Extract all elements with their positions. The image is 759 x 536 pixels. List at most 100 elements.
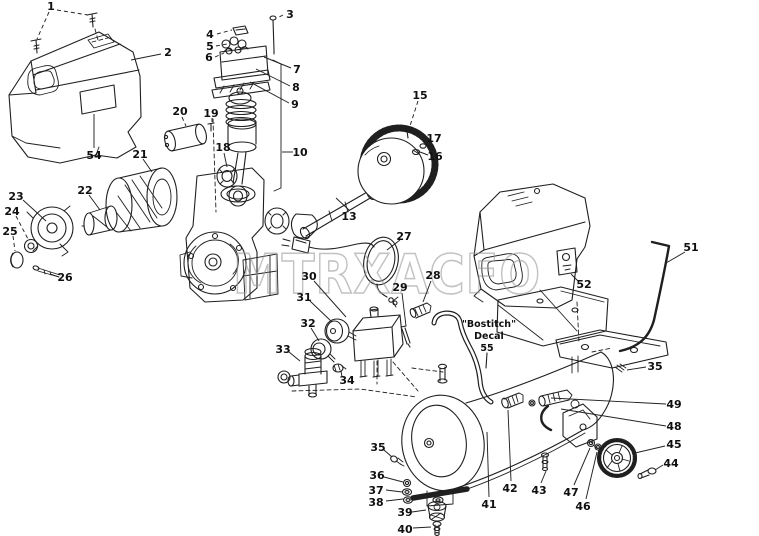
part-label-45: 45: [666, 438, 681, 451]
part-label-8: 8: [292, 81, 300, 94]
part-label-18: 18: [215, 141, 230, 154]
part-label-13: 13: [341, 210, 356, 223]
leader-line-21: [142, 158, 153, 173]
part-label-3: 3: [286, 8, 294, 21]
leader-line-48: [560, 408, 667, 427]
leader-line-52: [570, 273, 579, 282]
bostitch-decal-callout: "Bostitch" Decal 55: [462, 319, 516, 354]
leader-line-47: [573, 447, 591, 486]
power-cord-part-27: [281, 236, 399, 308]
part-label-26: 26: [57, 271, 73, 284]
part-label-1: 1: [47, 0, 55, 13]
leader-line-3: [276, 14, 284, 19]
part-label-43: 43: [531, 484, 546, 497]
leader-line-28: [422, 280, 432, 303]
part-label-35: 35: [647, 360, 662, 373]
dashed-construction-lines: [212, 118, 601, 453]
left-shroud-part-54: [8, 31, 142, 164]
leader-line-13: [335, 197, 350, 211]
leader-line-20: [181, 116, 187, 127]
diagram-line-art: [8, 12, 671, 536]
leader-line-5: [215, 43, 228, 47]
part-label-51: 51: [683, 241, 698, 254]
handle-mounting-bracket: [555, 329, 669, 374]
leader-line-25: [12, 235, 16, 252]
part-label-10: 10: [292, 146, 308, 159]
part-label-31: 31: [296, 291, 311, 304]
flywheel-hardware-15-16-17: [403, 128, 427, 156]
decal-line-2: Decal: [474, 331, 504, 342]
part-label-15: 15: [412, 89, 427, 102]
part-label-47: 47: [563, 486, 578, 499]
leader-line-34: [340, 370, 343, 378]
leader-line-45: [634, 445, 666, 454]
part-label-34: 34: [339, 374, 355, 387]
tank-fittings-42-43: [501, 392, 550, 472]
leader-line-26: [49, 273, 60, 278]
part-label-37: 37: [368, 484, 383, 497]
part-label-24: 24: [4, 205, 20, 218]
mounting-screws-part-1: [30, 12, 99, 54]
mounting-plate: [496, 286, 609, 347]
wheel-parts-44-47: [562, 403, 657, 480]
piston-assembly-part-10: [225, 59, 282, 207]
part-number-labels: 1234567891013151617181920212223242526272…: [2, 0, 698, 536]
part-label-4: 4: [206, 28, 214, 41]
leader-line-2: [130, 53, 162, 61]
leader-line-15: [408, 100, 419, 130]
handle-rod-part-51: [618, 240, 671, 353]
part-label-7: 7: [293, 63, 301, 76]
part-label-49: 49: [666, 398, 681, 411]
callout-leader-lines: [12, 9, 686, 529]
part-label-40: 40: [397, 523, 413, 536]
leader-line-30: [313, 280, 347, 318]
part-label-9: 9: [291, 98, 299, 111]
part-label-23: 23: [8, 190, 23, 203]
leader-line-35: [383, 449, 393, 458]
part-label-36: 36: [369, 469, 385, 482]
part-label-2: 2: [164, 46, 172, 59]
leader-line-22: [88, 194, 101, 211]
part-label-20: 20: [172, 105, 188, 118]
part-label-28: 28: [425, 269, 440, 282]
leader-line-16: [419, 151, 429, 156]
part-label-54: 54: [86, 149, 102, 162]
motor-parts-21-26: [10, 167, 178, 278]
leader-line-1: [56, 9, 89, 16]
part-label-21: 21: [132, 148, 147, 161]
part-label-52: 52: [576, 278, 591, 291]
part-label-17: 17: [426, 132, 441, 145]
pressure-switch-group-30-34: [277, 306, 404, 398]
leader-line-42: [507, 409, 512, 482]
leader-line-49: [550, 397, 667, 405]
leader-line-38: [385, 498, 404, 502]
leader-line-40: [412, 526, 432, 529]
leader-line-35: [626, 366, 647, 371]
leader-line-32: [310, 327, 320, 342]
leader-line-44: [654, 464, 664, 471]
leader-line-18: [223, 152, 228, 168]
part-label-16: 16: [427, 150, 443, 163]
leader-line-39: [411, 509, 427, 513]
leader-line-41: [486, 431, 490, 498]
leader-line-4: [216, 29, 233, 35]
leader-line-24: [15, 215, 29, 240]
leader-line-29: [401, 292, 407, 327]
decal-line-1: "Bostitch": [462, 319, 516, 330]
part-label-42: 42: [502, 482, 517, 495]
leader-line-6: [214, 52, 225, 58]
fittings-28-29: [400, 302, 432, 348]
capacitor-part-20: [163, 122, 215, 152]
leader-line-43: [540, 470, 547, 484]
leader-line-8: [255, 68, 291, 87]
leader-line-37: [385, 489, 403, 493]
leader-line-46: [585, 451, 598, 500]
part-label-32: 32: [300, 317, 315, 330]
leader-line-17: [424, 140, 430, 146]
flywheel-fan: [357, 124, 439, 205]
part-label-33: 33: [275, 343, 290, 356]
watermark-text: MTRXACFO: [233, 243, 541, 306]
part-label-46: 46: [575, 500, 591, 513]
part-label-6: 6: [205, 51, 213, 64]
